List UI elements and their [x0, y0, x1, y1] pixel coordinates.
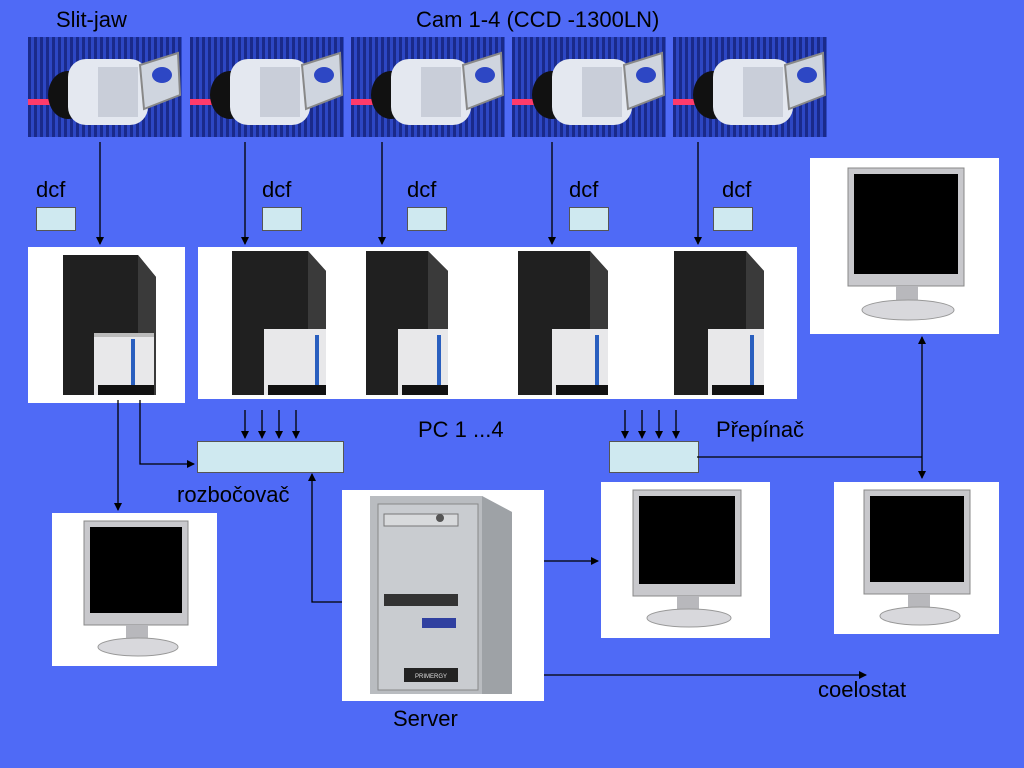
- switch-label: Přepínač: [716, 417, 805, 442]
- camera-image-4: [673, 37, 827, 137]
- coelostat-label: coelostat: [818, 677, 907, 702]
- slit-jaw-label: Slit-jaw: [56, 7, 127, 32]
- dcf-box-4: [569, 207, 609, 231]
- camera-image-3: [512, 37, 666, 137]
- dcf-box-5: [713, 207, 753, 231]
- camera-image-2: [351, 37, 505, 137]
- pc-group-image: [198, 247, 797, 399]
- dcf-label-5: dcf: [722, 177, 752, 202]
- pc-3: [518, 251, 608, 395]
- server-brand-text: PRIMERGY: [415, 674, 447, 680]
- slit-jaw-pc-image: [28, 247, 185, 403]
- hub-box: [197, 441, 344, 473]
- monitor-bottom-left: [52, 513, 217, 666]
- camera-image-1: [190, 37, 344, 137]
- monitor-top-right: [810, 158, 999, 334]
- dcf-label-3: dcf: [407, 177, 437, 202]
- pc-4: [674, 251, 764, 395]
- hub-label: rozbočovač: [177, 482, 290, 507]
- pc-2: [366, 251, 448, 395]
- pc-group-label: PC 1 ...4: [418, 417, 504, 442]
- server-label: Server: [393, 706, 458, 731]
- dcf-label-4: dcf: [569, 177, 599, 202]
- dcf-box-2: [262, 207, 302, 231]
- server-image: PRIMERGY: [342, 490, 544, 701]
- dcf-box-3: [407, 207, 447, 231]
- switch-box: [609, 441, 699, 473]
- dcf-box-1: [36, 207, 76, 231]
- dcf-label-1: dcf: [36, 177, 66, 202]
- camera-image-slit-jaw: [28, 37, 182, 137]
- cams-label: Cam 1-4 (CCD -1300LN): [416, 7, 660, 32]
- pc-1: [232, 251, 326, 395]
- dcf-label-2: dcf: [262, 177, 292, 202]
- monitor-bottom-center: [601, 482, 770, 638]
- monitor-bottom-right: [834, 482, 999, 634]
